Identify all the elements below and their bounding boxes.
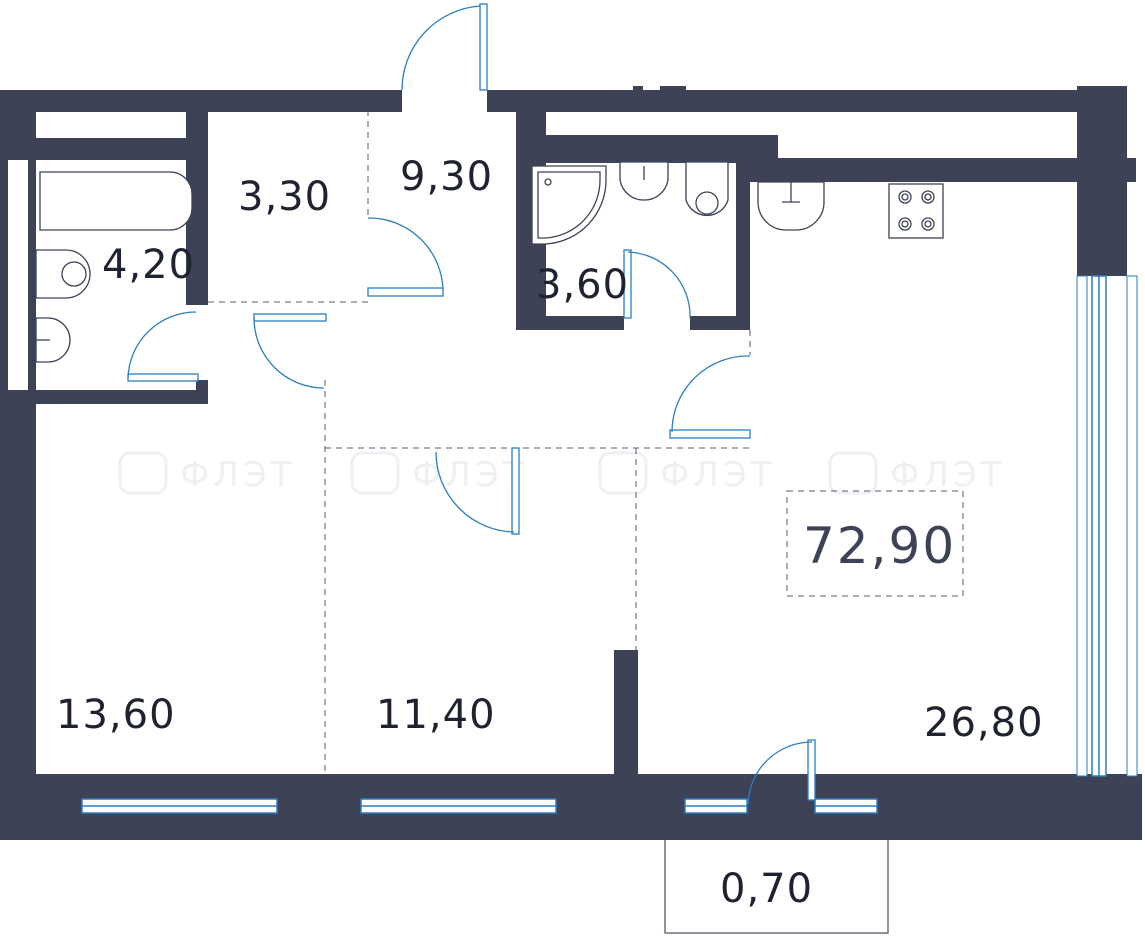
bathroom-toilet-icon	[35, 317, 71, 363]
shower-toilet-icon	[685, 161, 729, 217]
shower-icon	[531, 165, 607, 245]
room-area-bedroom-left: 13,60	[56, 692, 176, 738]
walls	[0, 86, 1142, 840]
total-area: 72,90	[803, 517, 956, 575]
watermark-text-3: ФЛЭТ	[660, 455, 775, 495]
watermark-layer: ФЛЭТ ФЛЭТ ФЛЭТ ФЛЭТ	[118, 451, 1005, 495]
total-area-frame	[786, 490, 964, 597]
kitchen-sink-icon	[757, 181, 825, 231]
fixtures	[35, 161, 944, 363]
watermark-text-1: ФЛЭТ	[180, 455, 295, 495]
room-area-shower-room: 3,60	[536, 262, 629, 308]
area-labels: 4,20 3,30 9,30 3,60 13,60 11,40 26,80 0,…	[56, 154, 1044, 912]
room-area-hall: 9,30	[400, 154, 493, 200]
room-area-living-kitchen: 26,80	[924, 700, 1044, 746]
room-area-bedroom-middle: 11,40	[376, 692, 496, 738]
zone-lines	[208, 110, 964, 775]
room-area-corridor-small: 3,30	[238, 174, 331, 220]
watermark-text-2: ФЛЭТ	[412, 455, 527, 495]
bathroom-sink-icon	[35, 249, 91, 299]
room-area-bathroom: 4,20	[102, 242, 195, 288]
watermark-text-4: ФЛЭТ	[890, 455, 1005, 495]
bathtub-icon	[39, 171, 193, 231]
room-area-balcony: 0,70	[720, 866, 813, 912]
windows	[0, 86, 1138, 814]
stove-icon	[888, 183, 944, 239]
shower-sink-icon	[619, 161, 669, 201]
doors	[127, 3, 816, 805]
